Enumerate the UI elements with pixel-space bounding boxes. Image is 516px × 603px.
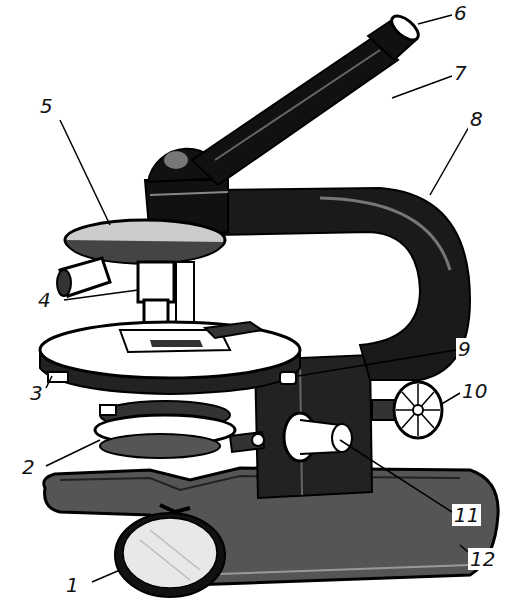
tube bbox=[192, 38, 398, 185]
mirror bbox=[115, 513, 225, 597]
fine-focus-knob bbox=[394, 382, 442, 438]
leader-lines bbox=[46, 15, 470, 582]
callout-number: 12 bbox=[468, 548, 497, 570]
stage-screw bbox=[280, 372, 296, 384]
objective bbox=[138, 262, 174, 302]
callout-number: 7 bbox=[452, 62, 469, 84]
callout-number: 2 bbox=[20, 456, 37, 478]
callout-number: 5 bbox=[38, 95, 55, 117]
callout-number: 11 bbox=[452, 504, 481, 526]
callout-number: 8 bbox=[468, 108, 485, 130]
callout-number: 1 bbox=[64, 574, 81, 596]
callout-number: 6 bbox=[452, 2, 469, 24]
callout-number: 9 bbox=[456, 338, 473, 360]
stage-top bbox=[40, 322, 300, 378]
callout-number: 10 bbox=[460, 380, 489, 402]
callout-number: 4 bbox=[36, 289, 53, 311]
callout-number: 3 bbox=[28, 382, 45, 404]
